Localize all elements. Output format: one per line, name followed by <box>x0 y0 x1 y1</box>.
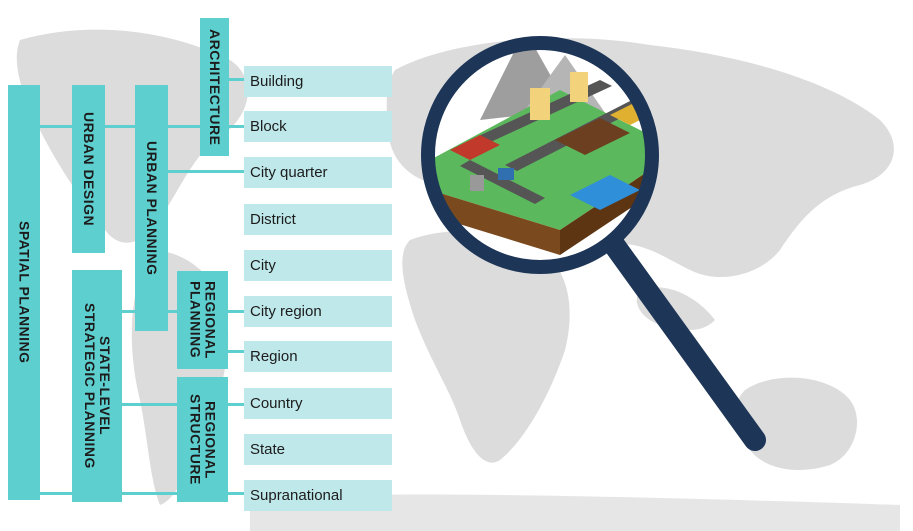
category-urban-design: URBAN DESIGN <box>72 85 105 253</box>
level-city: City <box>244 250 392 281</box>
category-spatial-planning: SPATIAL PLANNING <box>8 85 40 500</box>
connector-line <box>228 350 244 353</box>
level-building: Building <box>244 66 392 97</box>
level-block: Block <box>244 111 392 142</box>
level-city-region: City region <box>244 296 392 327</box>
level-city-quarter: City quarter <box>244 157 392 188</box>
category-state-level-strategic-planning: STATE-LEVEL STRATEGIC PLANNING <box>72 270 122 502</box>
level-country: Country <box>244 388 392 419</box>
category-label: URBAN PLANNING <box>144 140 160 276</box>
level-supranational: Supranational <box>244 480 392 511</box>
connector-line <box>228 78 244 81</box>
connector-line <box>168 170 244 173</box>
category-regional-structure: REGIONAL STRUCTURE <box>177 377 228 502</box>
category-label: REGIONAL PLANNING <box>187 281 219 359</box>
category-label: ARCHITECTURE <box>207 28 223 146</box>
category-regional-planning: REGIONAL PLANNING <box>177 271 228 369</box>
level-state: State <box>244 434 392 465</box>
level-region: Region <box>244 341 392 372</box>
category-label: REGIONAL STRUCTURE <box>187 394 219 485</box>
category-urban-planning: URBAN PLANNING <box>135 85 168 331</box>
category-label: SPATIAL PLANNING <box>16 221 33 364</box>
category-label: STATE-LEVEL STRATEGIC PLANNING <box>82 303 113 469</box>
category-architecture: ARCHITECTURE <box>200 18 229 156</box>
level-district: District <box>244 204 392 235</box>
category-label: URBAN DESIGN <box>81 111 97 227</box>
connector-line <box>40 492 244 495</box>
